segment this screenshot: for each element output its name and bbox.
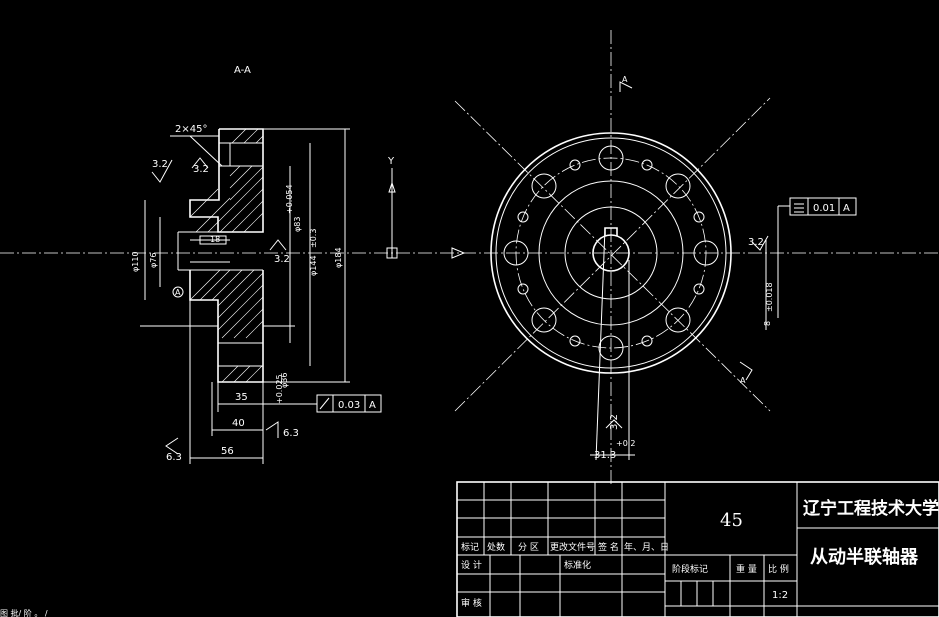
- bolt-holes-small: [517, 159, 705, 347]
- hdr-change-doc: 更改文件号: [550, 541, 595, 553]
- dim-d36: φ36: [280, 373, 289, 388]
- hdr-zone: 分 区: [518, 542, 539, 553]
- diag-centerline-2: [454, 97, 771, 412]
- roughness-symbol-7: 3.2: [605, 414, 623, 430]
- dim-d110: φ110: [131, 251, 140, 272]
- hdr-date: 年、月、日: [624, 541, 669, 553]
- svg-text:0.01: 0.01: [813, 203, 835, 214]
- dim-d184: φ184: [334, 247, 343, 268]
- recess-circle: [538, 180, 684, 326]
- svg-text:6.3: 6.3: [166, 452, 182, 463]
- datum-a-circle: [172, 286, 184, 298]
- tol-keyway-w: ±0.018: [765, 282, 774, 312]
- section-outline-top: [189, 128, 264, 233]
- part-name: 从动半联轴器: [810, 546, 919, 568]
- outer-chamfer-circle: [495, 137, 727, 369]
- tol-d83: +0.054: [285, 184, 294, 214]
- gdt-frame-right: 0.01 A: [777, 197, 857, 318]
- axis-y-label: Y: [387, 156, 395, 167]
- section-arrow-bottom: [739, 361, 753, 381]
- tol-d36: +0.025: [275, 374, 284, 404]
- chamfer-text: 2×45°: [175, 124, 207, 135]
- bottom-fragment: 图 批/ 阶 。 /: [0, 608, 48, 617]
- svg-text:3.2: 3.2: [152, 159, 168, 170]
- dim-35: 35: [235, 392, 248, 403]
- tol-keyway-d: +0.2: [616, 439, 635, 448]
- hdr-count: 处数: [487, 541, 505, 553]
- datum-a-text: A: [175, 288, 181, 297]
- material-text: 45: [720, 510, 743, 531]
- scale-value: 1:2: [772, 590, 788, 601]
- gdt-frame-left: 0.03 A: [263, 394, 382, 413]
- svg-text:3.2: 3.2: [274, 254, 290, 265]
- dim-40: 40: [232, 418, 245, 429]
- outer-circle: [490, 132, 732, 374]
- dim-keyway-d: 31.3: [594, 450, 616, 461]
- section-view-label: A-A: [234, 65, 251, 76]
- pocket-dim: 18: [210, 235, 220, 244]
- dim-d144: φ144: [309, 255, 318, 276]
- dim-keyway-w: 8: [763, 321, 772, 326]
- section-mark-bottom: A: [740, 376, 746, 385]
- roughness-symbol-2: 3.2: [191, 157, 209, 175]
- roughness-symbol-6: 3.2: [748, 235, 769, 251]
- tol-d144: ±0.3: [309, 229, 318, 248]
- diag-centerline-1: [454, 100, 771, 412]
- svg-text:A: A: [843, 203, 850, 214]
- roughness-symbol-5: 6.3: [165, 437, 182, 463]
- hdr-weight: 重 量: [736, 563, 757, 575]
- bore-circle: [592, 234, 630, 272]
- svg-text:A: A: [369, 400, 376, 411]
- hdr-stage-mark: 阶段标记: [672, 563, 708, 575]
- hdr-review: 审 核: [461, 597, 482, 609]
- roughness-symbol-4: 6.3: [265, 421, 299, 439]
- bolt-circle: [515, 157, 707, 349]
- dim-d76: φ76: [149, 253, 158, 268]
- hdr-design: 设 计: [461, 559, 482, 571]
- svg-text:3.2: 3.2: [748, 237, 764, 248]
- keyway-pocket: [199, 235, 227, 245]
- hdr-ratio: 比 例: [768, 563, 789, 575]
- section-arrow-top: [619, 81, 633, 92]
- bolt-holes-large: [503, 145, 719, 361]
- roughness-symbol-1: 3.2: [151, 159, 173, 183]
- ext-keyway-left: [595, 227, 606, 461]
- section-hatching: [189, 128, 264, 383]
- svg-text:3.2: 3.2: [193, 164, 209, 175]
- school-name: 辽宁工程技术大学: [803, 498, 939, 519]
- svg-text:0.03: 0.03: [338, 400, 360, 411]
- dim-56: 56: [221, 446, 234, 457]
- hdr-mark: 标记: [461, 541, 479, 553]
- svg-text:6.3: 6.3: [283, 428, 299, 439]
- dim-d83: φ83: [293, 217, 302, 232]
- chamfer-leader-diag: [189, 135, 223, 167]
- hdr-standardize: 标准化: [564, 559, 591, 571]
- svg-text:3.2: 3.2: [609, 414, 620, 430]
- axis-y-marker: Y: [386, 156, 466, 259]
- section-mark-top: A: [622, 75, 628, 84]
- title-block: 45 辽宁工程技术大学 从动半联轴器 标记 处数 分 区 更改文件号 签 名 年…: [456, 481, 939, 617]
- front-view: A A 0.01 A 8 ±0.018 3.2 31.3 +0.2: [454, 30, 857, 485]
- roughness-symbol-3: 3.2: [269, 239, 290, 265]
- section-view: A-A: [131, 65, 382, 464]
- hdr-signature: 签 名: [598, 541, 619, 553]
- hub-circle: [564, 206, 658, 300]
